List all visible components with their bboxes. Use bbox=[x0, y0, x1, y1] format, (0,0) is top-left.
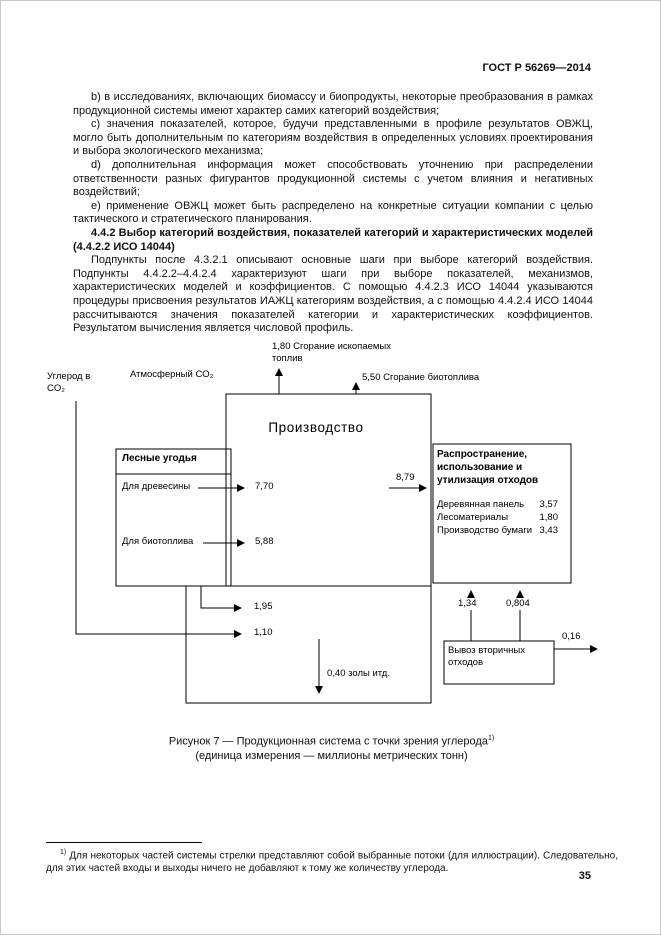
footnote-marker: 1) bbox=[60, 849, 67, 856]
body-text: b) в исследованиях, включающих биомассу … bbox=[73, 91, 593, 336]
value-flow-in-2: 1,10 bbox=[254, 627, 273, 638]
figure-caption: Рисунок 7 — Продукционная система с точк… bbox=[1, 732, 660, 763]
label-atmospheric-co2: Атмосферный CO₂ bbox=[130, 369, 214, 380]
production-lower-box bbox=[185, 585, 432, 704]
label-fossil-combustion: 1,80 Сгорание ископаемых топлив bbox=[272, 341, 391, 364]
carbon-input-arrow bbox=[75, 401, 242, 638]
forest-box bbox=[115, 448, 232, 587]
item-value-panel: 3,57 bbox=[539, 499, 559, 510]
label-forest-header: Лесные угодья bbox=[122, 453, 197, 464]
distribution-item-row: Лесоматериалы 1,80 bbox=[437, 511, 558, 524]
distribution-item-row: Деревянная панель 3,57 bbox=[437, 498, 558, 511]
figure-caption-line1: Рисунок 7 — Продукционная система с точк… bbox=[1, 732, 660, 749]
value-waste-return-2: 0,804 bbox=[504, 598, 532, 610]
value-waste-out: 0,16 bbox=[562, 631, 581, 642]
value-waste-return-1: 1,34 bbox=[456, 598, 479, 610]
value-flow-to-distribution: 8,79 bbox=[396, 472, 415, 483]
item-name-lumber: Лесоматериалы bbox=[437, 512, 509, 523]
list-item-c: c) значения показателей, которое, будучи… bbox=[73, 118, 593, 158]
label-biofuel-combustion: 5,50 Сгорание биотоплива bbox=[362, 372, 480, 383]
list-item-d: d) дополнительная информация может спосо… bbox=[73, 158, 593, 199]
page-number: 35 bbox=[578, 870, 591, 882]
section-paragraph-4-4-2: Подпункты после 4.3.2.1 описывают основн… bbox=[73, 254, 593, 335]
label-secondary-waste: Вывоз вторичных отходов bbox=[448, 645, 526, 668]
forest-lower-input-arrow bbox=[200, 586, 242, 612]
item-value-lumber: 1,80 bbox=[539, 512, 559, 523]
distribution-item-row: Производство бумаги 3,43 bbox=[437, 524, 558, 537]
doc-number: ГОСТ Р 56269—2014 bbox=[482, 62, 591, 74]
label-for-wood: Для древесины bbox=[122, 481, 191, 492]
figure-caption-line2: (единица измерения — миллионы метрически… bbox=[195, 749, 468, 762]
value-flow-in-1: 1,95 bbox=[254, 601, 273, 612]
item-value-paper: 3,43 bbox=[539, 525, 559, 536]
list-item-e: e) применение ОВЖЦ может быть распределе… bbox=[73, 199, 593, 226]
value-wood-flow: 7,70 bbox=[255, 481, 274, 492]
label-production: Производство bbox=[268, 420, 364, 435]
list-item-b: b) в исследованиях, включающих биомассу … bbox=[73, 91, 593, 117]
caption-footnote-ref: 1) bbox=[487, 735, 495, 742]
footnote: 1) Для некоторых частей системы стрелки … bbox=[46, 847, 618, 875]
footnote-text: Для некоторых частей системы стрелки пре… bbox=[46, 850, 618, 874]
label-ash-output: 0,40 золы итд. bbox=[327, 668, 390, 679]
caption-text: Рисунок 7 — Продукционная система с точк… bbox=[168, 735, 488, 748]
label-for-biofuel: Для биотоплива bbox=[122, 536, 194, 547]
item-name-panel: Деревянная панель bbox=[437, 499, 525, 510]
section-heading-4-4-2: 4.4.2 Выбор категорий воздействия, показ… bbox=[73, 226, 593, 253]
value-biofuel-flow: 5,88 bbox=[255, 536, 274, 547]
label-distribution-header: Распространение, использование и утилиза… bbox=[437, 449, 539, 486]
footnote-divider bbox=[46, 842, 202, 843]
item-name-paper: Производство бумаги bbox=[437, 525, 533, 536]
label-carbon-in-co2: Углерод в CO₂ bbox=[47, 371, 91, 394]
